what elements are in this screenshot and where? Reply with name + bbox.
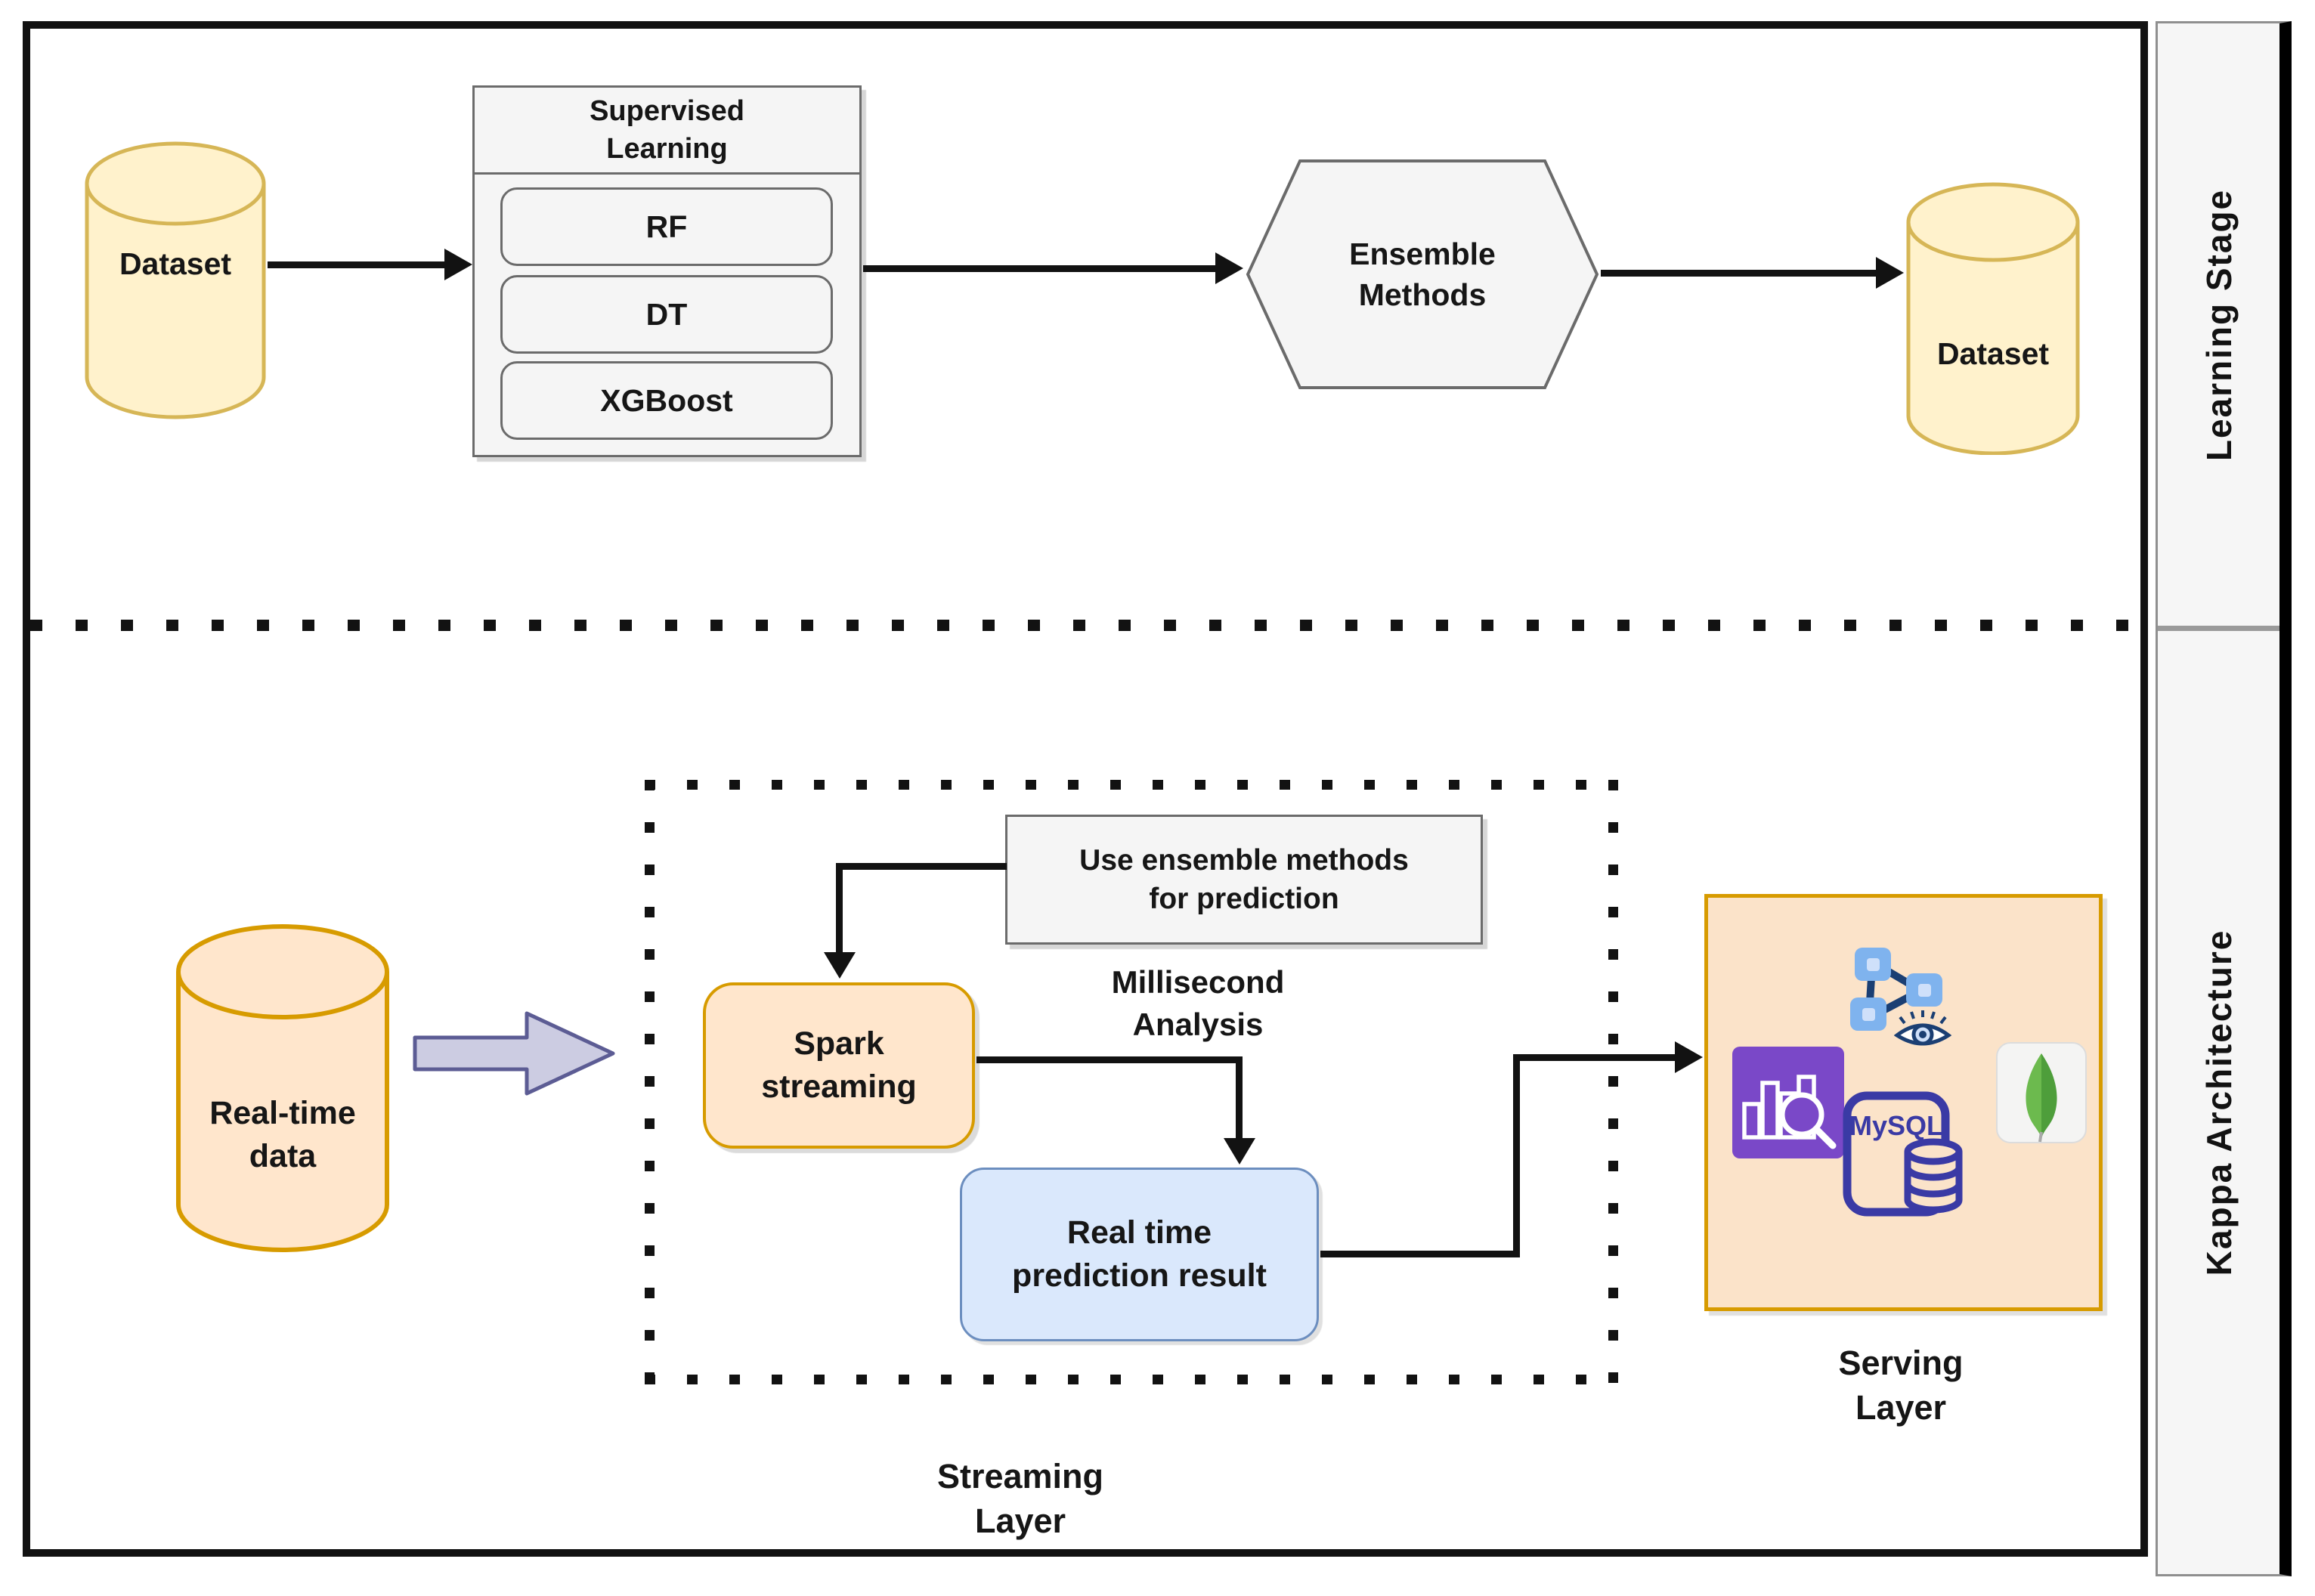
eye-icon xyxy=(1893,1008,1952,1052)
connector-useensemble-v xyxy=(836,863,843,954)
realtime-data-text: Real-time data xyxy=(209,1095,356,1174)
prediction-result-label: Real time prediction result xyxy=(1012,1214,1267,1294)
model-rf: RF xyxy=(500,187,833,266)
arrowhead-to-dataset-out xyxy=(1876,257,1904,289)
ensemble-methods-hexagon: Ensemble Methods xyxy=(1246,159,1599,390)
graph-network-icon xyxy=(1849,945,1945,1034)
connector-useensemble-h xyxy=(836,863,1007,870)
spark-streaming-label: Spark streaming xyxy=(761,1025,917,1105)
dataset-output-cylinder: Dataset xyxy=(1906,181,2080,456)
kappa-architecture-label: Kappa Architecture xyxy=(2199,929,2239,1276)
connector-result-h2 xyxy=(1513,1054,1678,1061)
cylinder-shape xyxy=(85,141,266,419)
block-arrow-shape xyxy=(413,1011,615,1096)
stage-divider-dotted-line xyxy=(30,620,2142,631)
arrowhead-to-ensemble xyxy=(1215,252,1243,284)
dataset-input-label: Dataset xyxy=(119,246,232,281)
model-dt: DT xyxy=(500,275,833,354)
arrow-ensemble-to-dataset xyxy=(1601,270,1877,277)
ensemble-methods-label: Ensemble Methods xyxy=(1349,236,1496,312)
model-xgboost: XGBoost xyxy=(500,361,833,440)
analytics-search-icon xyxy=(1732,1047,1844,1158)
millisecond-analysis-text: Millisecond Analysis xyxy=(1111,964,1285,1042)
arrowhead-to-spark xyxy=(824,952,856,979)
spark-streaming-box: Spark streaming xyxy=(703,982,975,1149)
mysql-database-icon: MySQL xyxy=(1838,1088,1965,1221)
dataset-input-cylinder: Dataset xyxy=(85,140,266,421)
arrow-supervised-to-ensemble xyxy=(863,265,1217,272)
realtime-data-cylinder: Real-time data xyxy=(176,923,389,1254)
connector-spark-v xyxy=(1236,1056,1243,1141)
arrow-dataset-to-supervised xyxy=(268,261,446,268)
dataset-output-label: Dataset xyxy=(1936,336,2050,371)
stage-sidebar: Learning Stage Kappa Architecture xyxy=(2156,21,2292,1576)
hexagon-shape xyxy=(1246,159,1599,389)
connector-result-h1 xyxy=(1320,1251,1520,1257)
arrowhead-to-supervised xyxy=(444,249,472,280)
millisecond-analysis-label: Millisecond Analysis xyxy=(1035,956,1360,1050)
kappa-architecture-cell: Kappa Architecture xyxy=(2158,631,2279,1574)
serving-layer-label: Serving Layer xyxy=(1746,1336,2056,1434)
prediction-result-box: Real time prediction result xyxy=(960,1168,1319,1341)
serving-layer-text: Serving Layer xyxy=(1838,1343,1964,1427)
connector-result-v xyxy=(1513,1054,1520,1255)
use-ensemble-box: Use ensemble methods for prediction xyxy=(1005,815,1483,945)
supervised-learning-title: Supervised Learning xyxy=(475,88,859,175)
streaming-layer-text: Streaming Layer xyxy=(936,1456,1104,1540)
cylinder-shape xyxy=(1906,182,2080,456)
mongodb-leaf-icon xyxy=(1995,1041,2088,1144)
realtime-data-label: Real-time data xyxy=(176,1075,389,1195)
use-ensemble-label: Use ensemble methods for prediction xyxy=(1079,843,1409,915)
mysql-text: MySQL xyxy=(1849,1110,1943,1141)
arrowhead-to-result xyxy=(1224,1138,1255,1165)
supervised-learning-box: Supervised Learning RF DT XGBoost xyxy=(472,85,862,457)
learning-stage-cell: Learning Stage xyxy=(2158,23,2279,631)
connector-spark-h xyxy=(976,1056,1243,1063)
streaming-layer-label: Streaming Layer xyxy=(862,1449,1179,1548)
learning-stage-label: Learning Stage xyxy=(2199,188,2239,461)
cylinder-shape xyxy=(176,924,389,1252)
diagram-frame xyxy=(23,21,2148,1557)
arrowhead-to-serving xyxy=(1675,1041,1703,1073)
ingest-block-arrow xyxy=(412,1007,617,1100)
